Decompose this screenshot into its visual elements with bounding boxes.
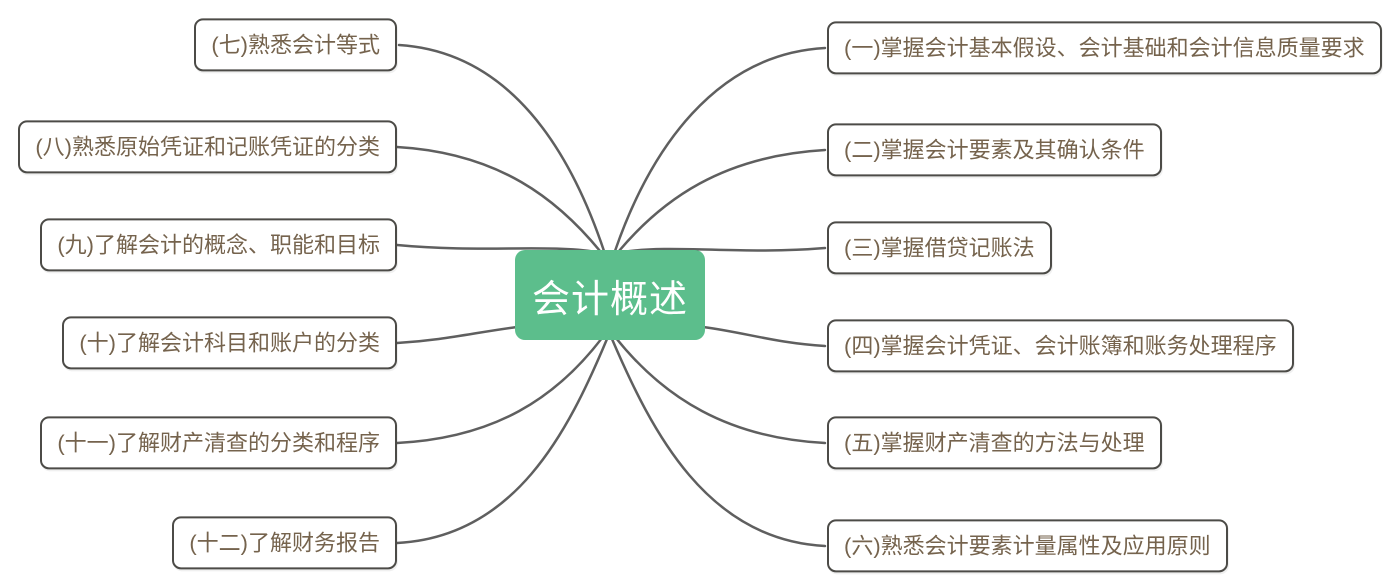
- branch-node-1[interactable]: (一)掌握会计基本假设、会计基础和会计信息质量要求: [827, 21, 1382, 75]
- connector-line: [395, 337, 609, 545]
- connector-line: [395, 325, 519, 345]
- connector-line: [701, 325, 827, 348]
- connector-line: [395, 145, 602, 253]
- branch-node-8[interactable]: (八)熟悉原始凭证和记账凭证的分类: [18, 120, 397, 174]
- branch-node-5[interactable]: (五)掌握财产清查的方法与处理: [827, 416, 1162, 470]
- branch-node-11[interactable]: (十一)了解财产清查的分类和程序: [40, 416, 397, 470]
- connector-line: [621, 246, 827, 254]
- branch-node-3[interactable]: (三)掌握借贷记账法: [827, 221, 1052, 275]
- connector-line: [395, 243, 598, 254]
- connector-line: [395, 336, 604, 445]
- connector-line: [614, 336, 827, 445]
- connector-line: [613, 46, 827, 253]
- connector-line: [617, 148, 827, 253]
- branch-node-10[interactable]: (十)了解会计科目和账户的分类: [62, 316, 397, 370]
- connector-line: [610, 337, 827, 548]
- branch-node-6[interactable]: (六)熟悉会计要素计量属性及应用原则: [827, 519, 1228, 573]
- branch-node-2[interactable]: (二)掌握会计要素及其确认条件: [827, 123, 1162, 177]
- connector-line: [397, 43, 606, 253]
- branch-node-12[interactable]: (十二)了解财务报告: [172, 516, 397, 570]
- branch-node-7[interactable]: (七)熟悉会计等式: [194, 18, 397, 72]
- branch-node-4[interactable]: (四)掌握会计凭证、会计账簿和账务处理程序: [827, 319, 1294, 373]
- central-topic-node[interactable]: 会计概述: [515, 250, 705, 340]
- branch-node-9[interactable]: (九)了解会计的概念、职能和目标: [40, 218, 397, 272]
